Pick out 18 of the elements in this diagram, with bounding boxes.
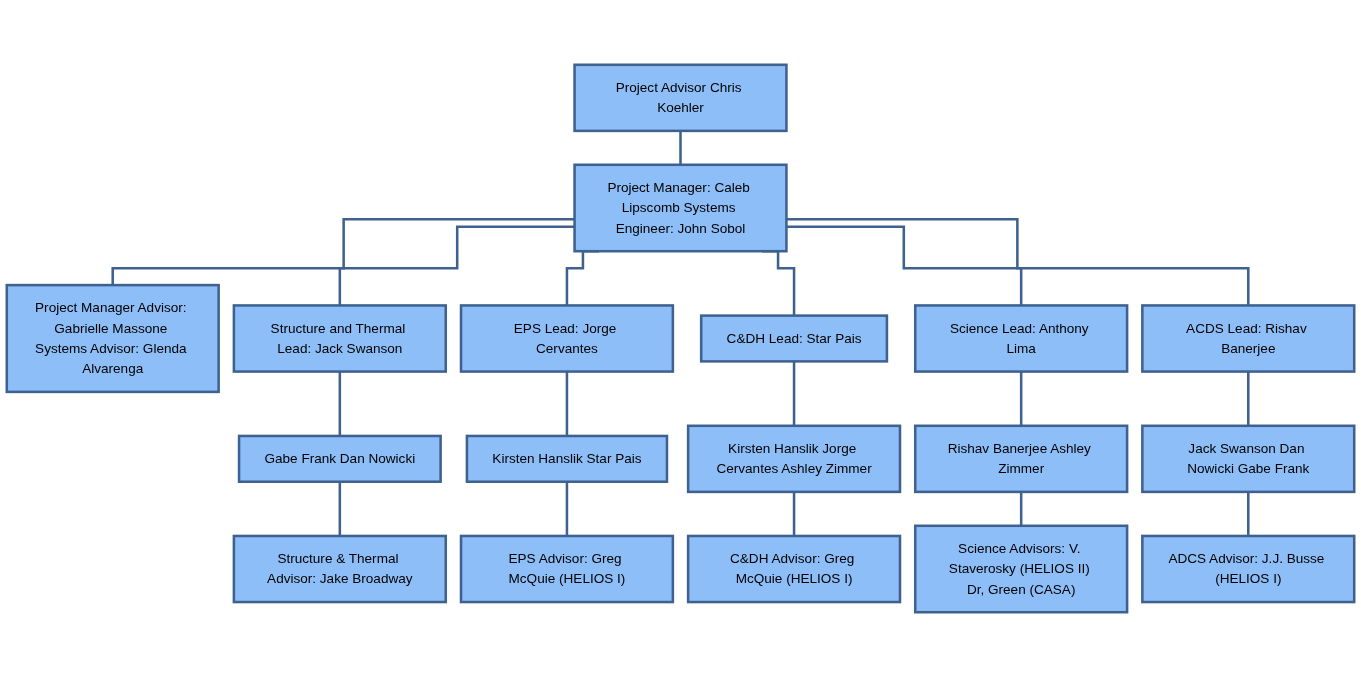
node-box: Rishav Banerjee Ashley Zimmer — [913, 424, 1129, 494]
node-box: Project Manager Advisor: Gabrielle Massone Systems Advisor: Glenda Alvarenga — [5, 283, 220, 394]
node-box: Project Advisor Chris Koehler — [573, 63, 788, 133]
node-box: ADCS Advisor: J.J. Busse (HELIOS I) — [1141, 534, 1356, 604]
node-box: EPS Advisor: Greg McQuie (HELIOS I) — [459, 534, 675, 604]
node-box: Structure & Thermal Advisor: Jake Broadway — [232, 534, 448, 604]
node-box: C&DH Advisor: Greg McQuie (HELIOS I) — [686, 534, 902, 604]
node-box: Science Lead: Anthony Lima — [913, 304, 1129, 373]
node-box: Science Advisors: V. Staverosky (HELIOS II) Dr, Green (CASA) — [913, 524, 1129, 614]
node-box: Kirsten Hanslik Jorge Cervantes Ashley Zimmer — [686, 424, 902, 494]
node-box: EPS Lead: Jorge Cervantes — [459, 304, 675, 373]
node-box: Gabe Frank Dan Nowicki — [237, 434, 442, 483]
node-box: C&DH Lead: Star Pais — [699, 314, 889, 363]
node-box: ACDS Lead: Rishav Banerjee — [1141, 304, 1356, 373]
node-box: Structure and Thermal Lead: Jack Swanson — [232, 304, 448, 373]
node-box: Kirsten Hanslik Star Pais — [465, 434, 669, 483]
node-box: Project Manager: Caleb Lipscomb Systems Engineer: John Sobol — [573, 163, 788, 253]
node-box: Jack Swanson Dan Nowicki Gabe Frank — [1141, 424, 1356, 494]
